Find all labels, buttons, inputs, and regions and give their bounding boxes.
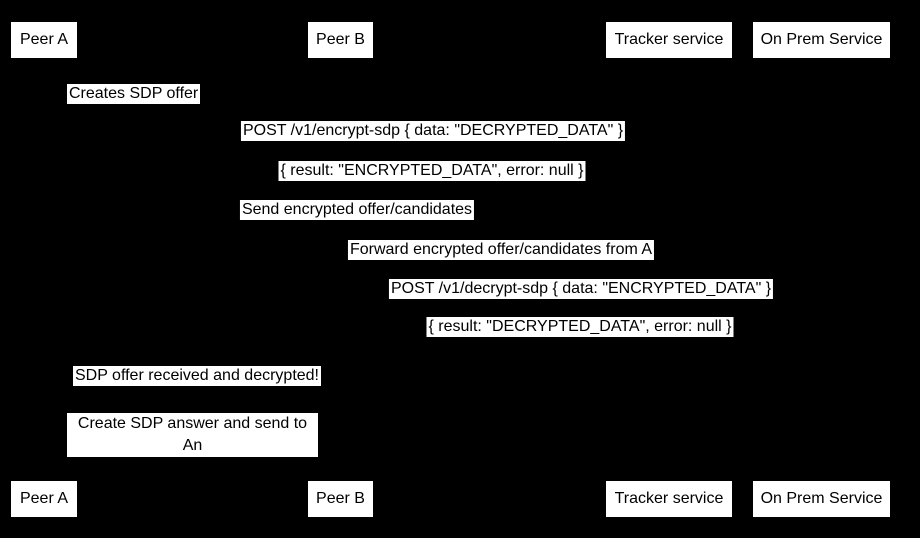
actor-top-peer-b: Peer B xyxy=(308,22,373,58)
lifeline-peer-a xyxy=(44,58,45,481)
message-decrypt-result: { result: "DECRYPTED_DATA", error: null … xyxy=(426,317,734,337)
lifeline-peer-b xyxy=(340,58,341,481)
message-post-decrypt-sdp: POST /v1/decrypt-sdp { data: "ENCRYPTED_… xyxy=(388,279,774,299)
message-forward-encrypted-offer: Forward encrypted offer/candidates from … xyxy=(347,240,655,260)
message-post-encrypt-sdp: POST /v1/encrypt-sdp { data: "DECRYPTED_… xyxy=(240,121,626,141)
actor-bottom-peer-a: Peer A xyxy=(11,481,77,517)
actor-bottom-on-prem-service: On Prem Service xyxy=(753,481,890,517)
note-line-2: using the same mechanism xyxy=(95,459,290,476)
actor-top-on-prem-service: On Prem Service xyxy=(753,22,890,58)
message-encrypt-result: { result: "ENCRYPTED_DATA", error: null … xyxy=(278,161,586,181)
actor-top-peer-a: Peer A xyxy=(11,22,77,58)
lifeline-on-prem-service xyxy=(821,58,822,481)
note-line-1: Create SDP answer and send to An xyxy=(77,415,308,454)
note-create-sdp-answer: Create SDP answer and send to An using t… xyxy=(67,413,318,476)
message-creates-sdp-offer: Creates SDP offer xyxy=(67,84,201,104)
actor-top-tracker-service: Tracker service xyxy=(606,22,732,58)
actor-bottom-tracker-service: Tracker service xyxy=(606,481,732,517)
message-send-encrypted-offer: Send encrypted offer/candidates xyxy=(239,200,475,220)
actor-bottom-peer-b: Peer B xyxy=(308,481,373,517)
lifeline-tracker-service xyxy=(669,58,670,481)
message-sdp-offer-received: SDP offer received and decrypted! xyxy=(73,366,321,386)
